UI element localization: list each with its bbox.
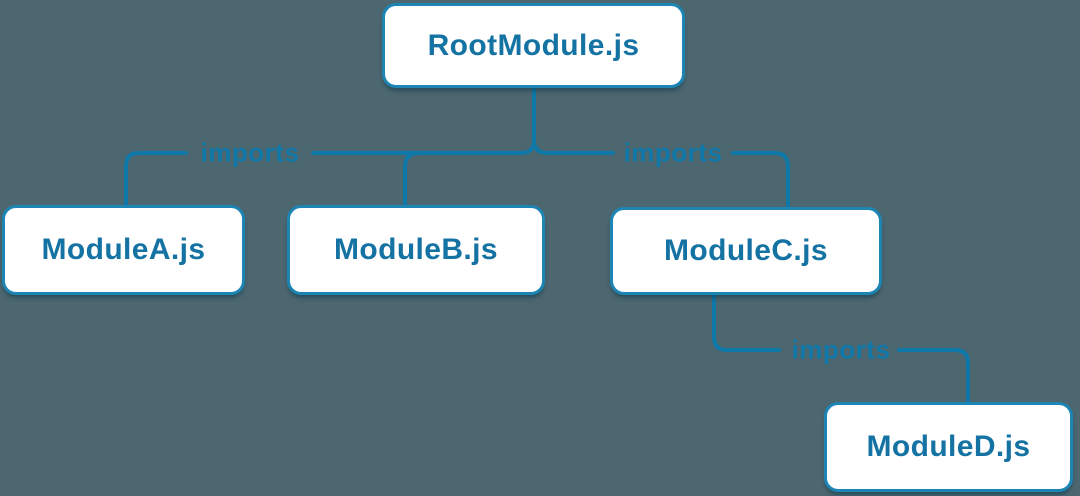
edge-modulec-to-moduled	[712, 291, 970, 407]
edge-label-imports-bottom: imports	[791, 334, 891, 365]
node-rootmodule: RootModule.js	[382, 3, 685, 88]
edge-root-to-moduleb	[403, 151, 502, 210]
edge-label-imports-left: imports	[200, 137, 300, 168]
node-moduled: ModuleD.js	[824, 402, 1073, 492]
node-moduleb: ModuleB.js	[287, 205, 545, 295]
node-modulea: ModuleA.js	[2, 205, 245, 295]
edge-label-imports-right: imports	[623, 137, 723, 168]
node-moduled-label: ModuleD.js	[866, 430, 1031, 463]
node-moduleb-label: ModuleB.js	[333, 233, 498, 266]
node-modulea-label: ModuleA.js	[41, 233, 206, 266]
edge-root-to-modulec	[532, 84, 790, 212]
node-modulec: ModuleC.js	[610, 207, 882, 295]
edge-root-to-modulea	[124, 84, 536, 210]
node-modulec-label: ModuleC.js	[663, 234, 828, 267]
node-rootmodule-label: RootModule.js	[427, 28, 640, 62]
